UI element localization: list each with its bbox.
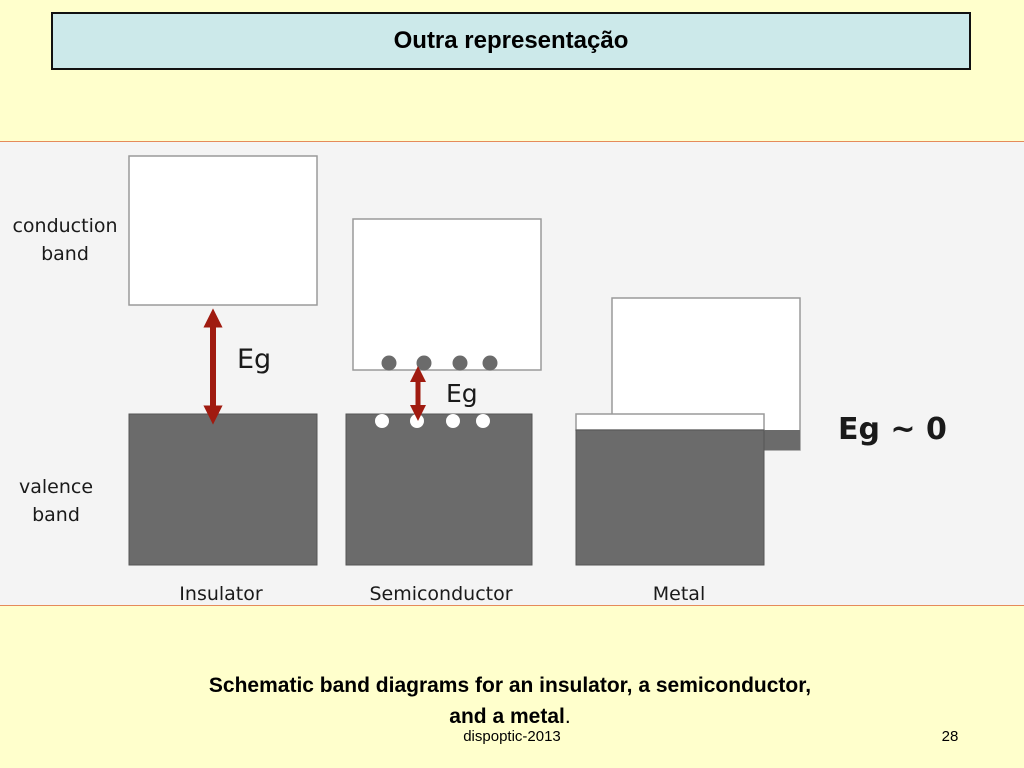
metal-diagram: Eg ~ 0 Metal — [575, 297, 947, 605]
insulator-diagram: Eg Insulator — [128, 155, 318, 605]
conduction-band-label-line2: band — [41, 243, 89, 265]
electron — [452, 355, 468, 371]
insulator-valence-band — [128, 413, 318, 566]
hole — [410, 414, 424, 428]
insulator-conduction-band — [128, 155, 318, 306]
conduction-band-label-line1: conduction — [12, 215, 117, 237]
metal-gap-label: Eg ~ 0 — [838, 412, 947, 447]
valence-band-label-line2: band — [32, 504, 80, 526]
insulator-label: Insulator — [179, 583, 263, 605]
semiconductor-label: Semiconductor — [369, 583, 512, 605]
band-diagram-figure: conduction band valence band Eg Insulato… — [0, 141, 1024, 606]
footer-text: dispoptic-2013 — [463, 728, 561, 745]
electron — [416, 355, 432, 371]
valence-band-label-line1: valence — [19, 476, 93, 498]
slide-title: Outra representação — [393, 27, 629, 54]
hole — [476, 414, 490, 428]
metal-label: Metal — [653, 583, 705, 605]
caption-period: . — [564, 705, 571, 728]
electron — [482, 355, 498, 371]
metal-conduction-band-filled — [763, 430, 800, 450]
figure-caption: Schematic band diagrams for an insulator… — [200, 670, 820, 732]
title-box: Outra representação — [51, 12, 971, 70]
caption-text: Schematic band diagrams for an insulator… — [208, 674, 812, 728]
hole — [375, 414, 389, 428]
metal-valence-band — [575, 429, 765, 566]
semiconductor-conduction-band — [352, 218, 542, 371]
page-number: 28 — [941, 728, 959, 745]
insulator-gap-label: Eg — [237, 344, 271, 375]
semiconductor-valence-band — [345, 413, 533, 566]
hole — [446, 414, 460, 428]
electron — [381, 355, 397, 371]
metal-valence-band-top — [575, 413, 765, 431]
semiconductor-gap-label: Eg — [446, 379, 478, 408]
semiconductor-diagram: Eg Semiconductor — [345, 218, 542, 605]
